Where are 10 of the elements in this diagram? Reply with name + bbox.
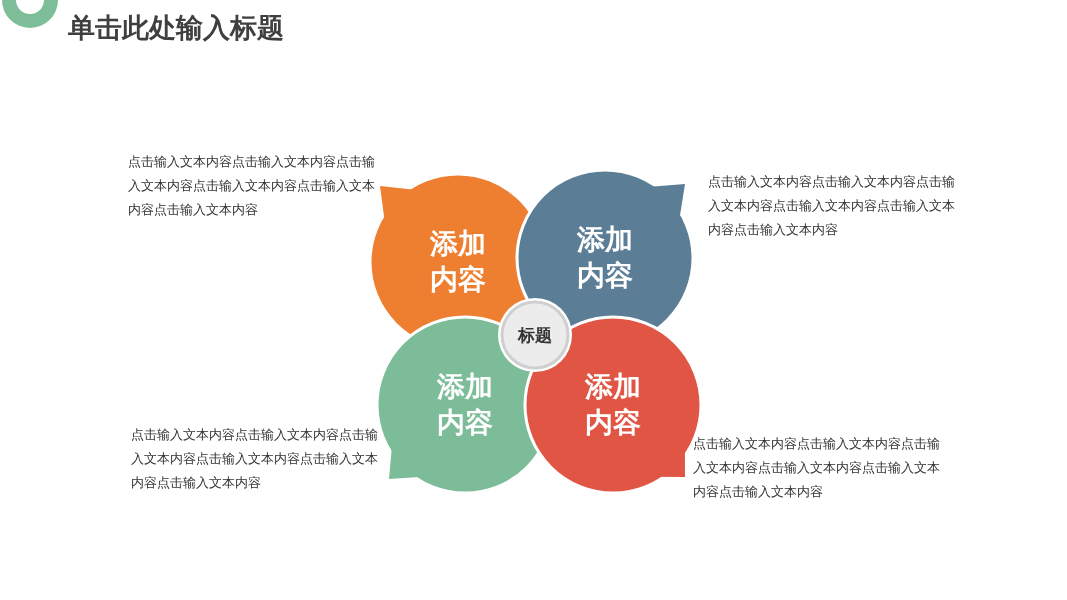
- slide-title: 单击此处输入标题: [68, 11, 284, 45]
- bubble-label: 添加内容: [584, 369, 642, 441]
- body-text: 点击输入文本内容点击输入文本内容点击输入文本内容点击输入文本内容点击输入文本内容点击输入文本内容: [693, 435, 941, 501]
- center-label: 标题: [518, 323, 552, 347]
- body-text: 点击输入文本内容点击输入文本内容点击输入文本内容点击输入文本内容点击输入文本内容点击输入文本内容: [128, 153, 376, 219]
- bubble-label: 添加内容: [429, 226, 487, 298]
- bubble-label: 添加内容: [436, 369, 494, 441]
- body-text: 点击输入文本内容点击输入文本内容点击输入文本内容点击输入文本内容点击输入文本内容点击输入文本内容: [131, 426, 379, 492]
- body-text: 点击输入文本内容点击输入文本内容点击输入文本内容点击输入文本内容点击输入文本内容点击输入文本内容: [708, 173, 956, 239]
- bubble-label: 添加内容: [576, 222, 634, 294]
